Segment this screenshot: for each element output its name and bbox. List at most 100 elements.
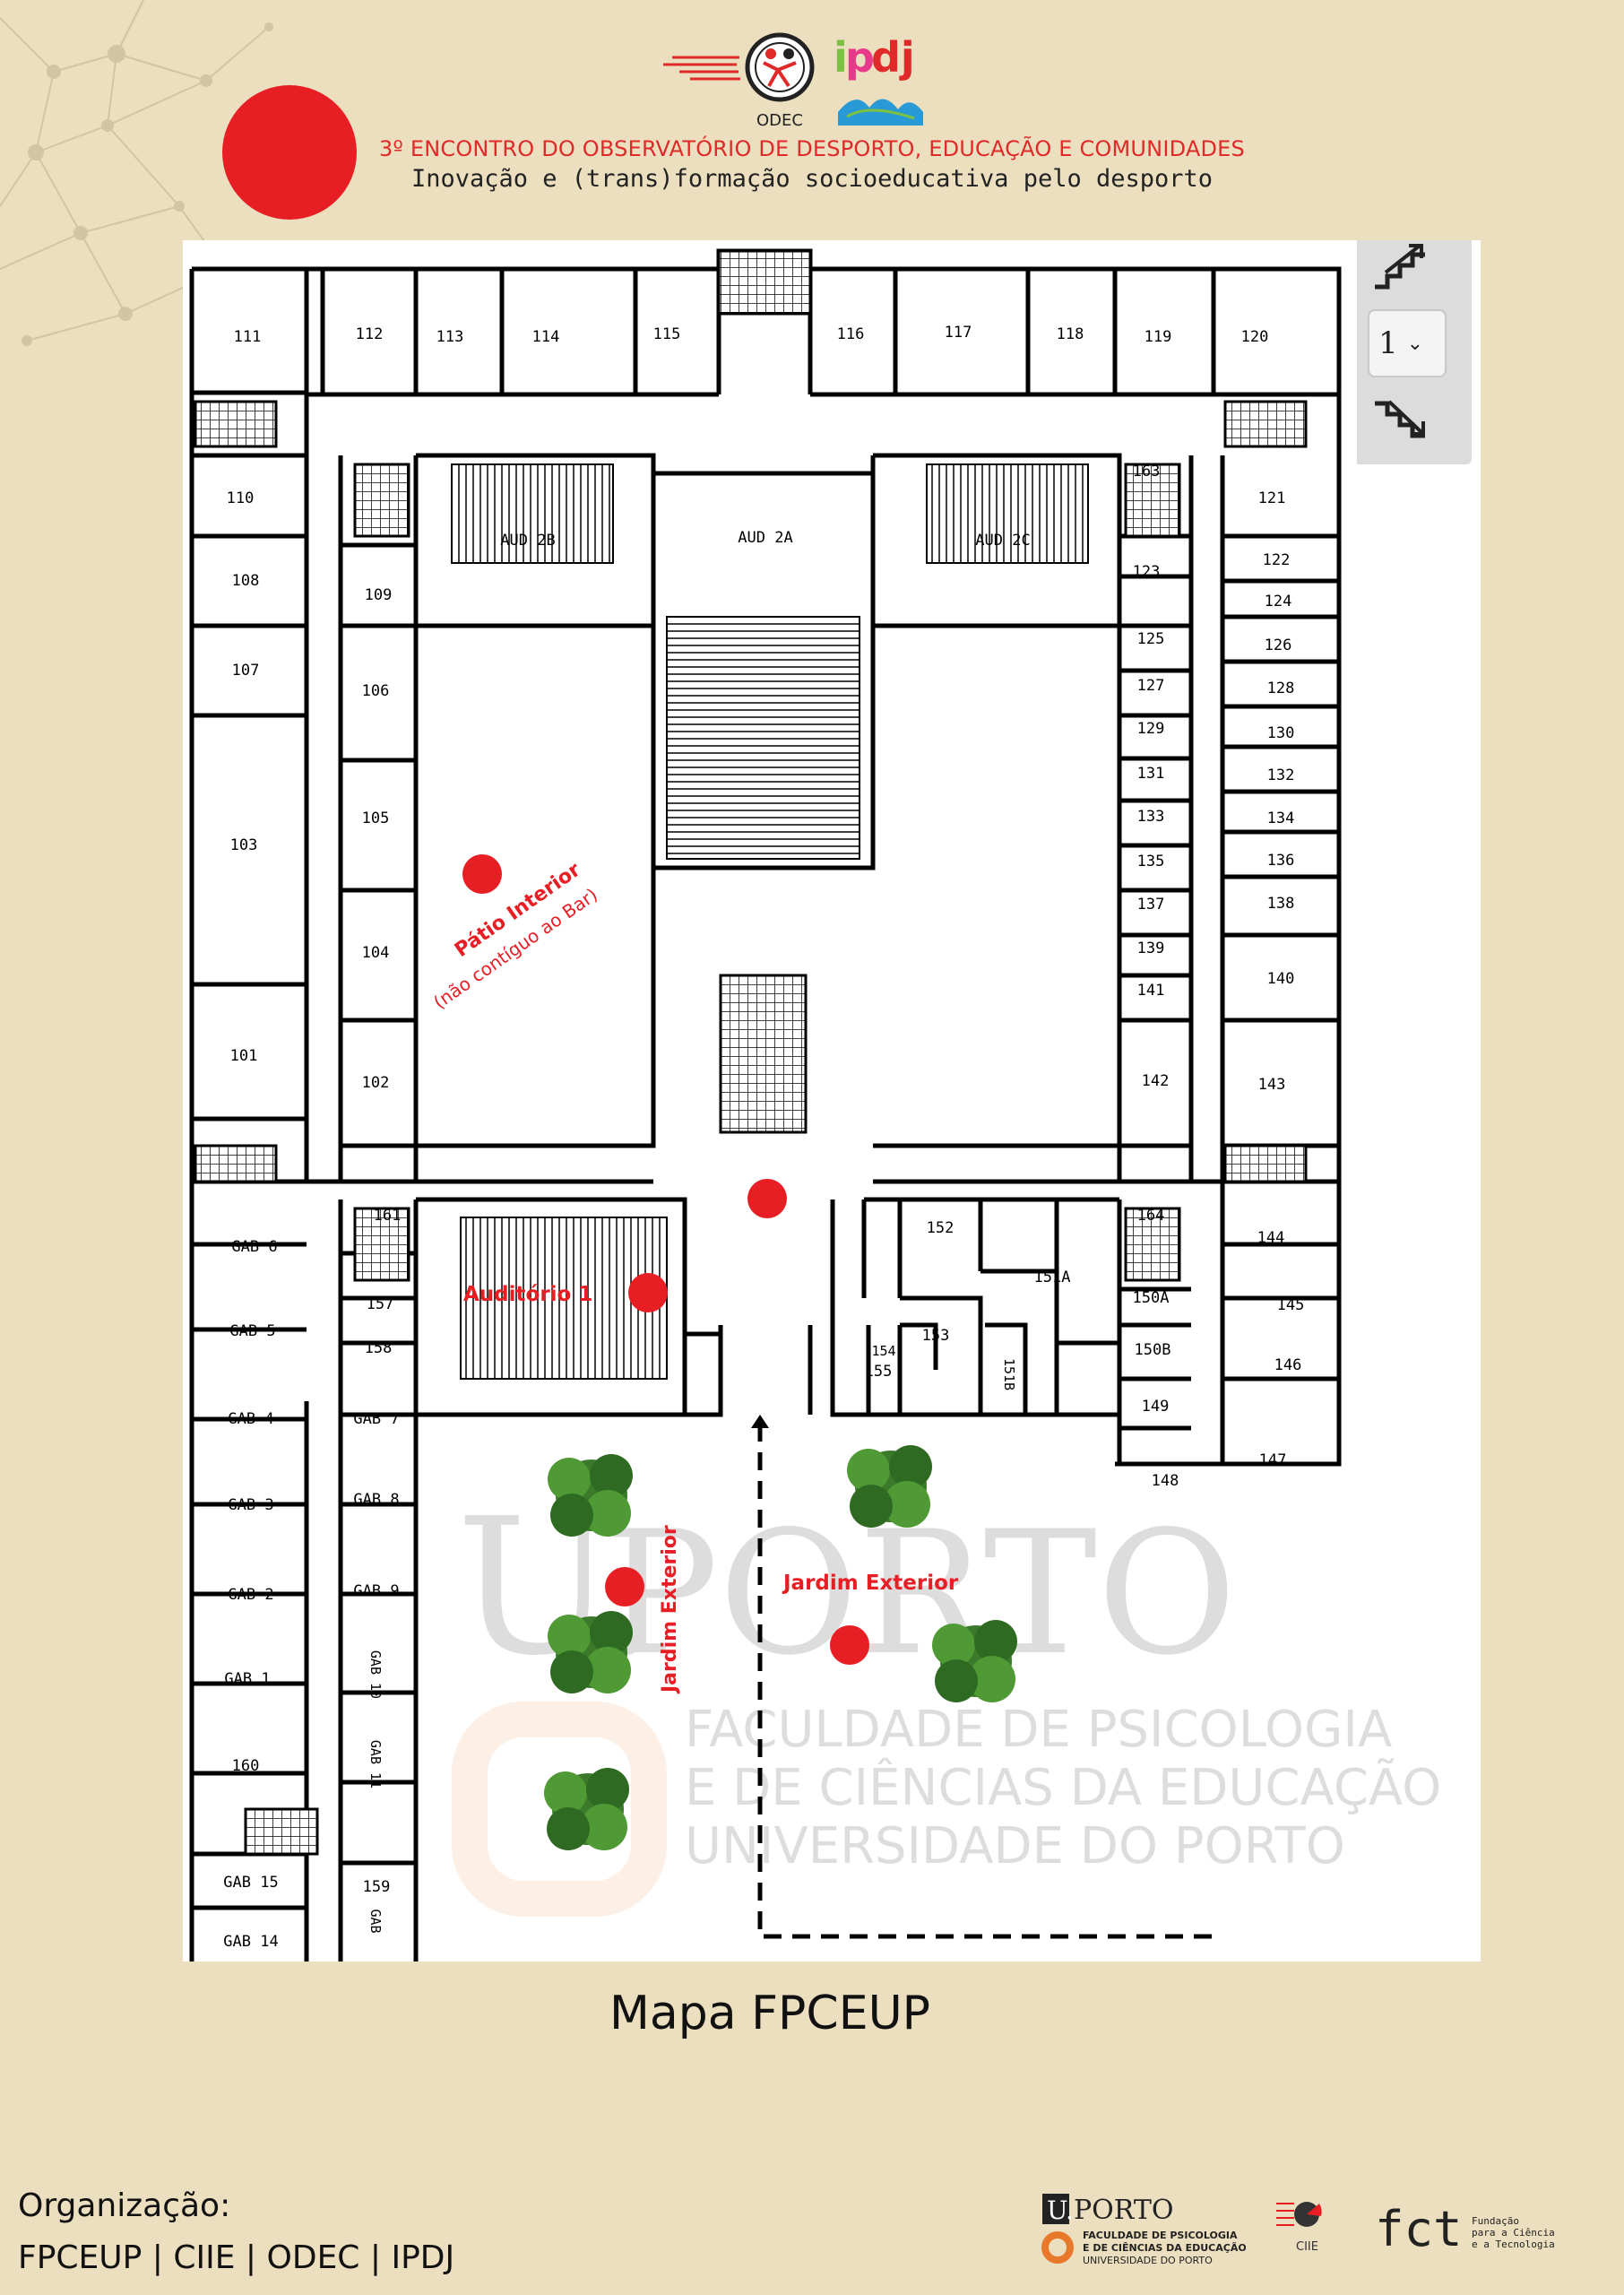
chevron-down-icon: ⌄ xyxy=(1406,332,1424,355)
room-aud-2b: AUD 2B xyxy=(500,532,555,550)
marker-jardim-left xyxy=(605,1567,644,1606)
floor-plan: U. PORTO FACULDADE DE PSICOLOGIA E DE CI… xyxy=(189,248,1441,1962)
marker-auditorio xyxy=(628,1273,668,1312)
watermark-line1: FACULDADE DE PSICOLOGIA xyxy=(685,1701,1392,1759)
room-129: 129 xyxy=(1137,720,1165,738)
room-164: 164 xyxy=(1137,1207,1165,1225)
room-153: 153 xyxy=(922,1327,950,1345)
fct-logo-line1: Fundação xyxy=(1472,2215,1519,2227)
room-133: 133 xyxy=(1137,808,1165,826)
label-auditorio-1: Auditório 1 xyxy=(463,1283,592,1306)
svg-text:dj: dj xyxy=(871,33,915,82)
header-logos: ODEC i p dj xyxy=(663,32,923,130)
room-147: 147 xyxy=(1259,1451,1287,1469)
uporto-logo-porto: PORTO xyxy=(1074,2195,1173,2226)
room-gab-2: GAB 2 xyxy=(228,1586,273,1604)
room-148: 148 xyxy=(1152,1472,1179,1490)
floor-down-icon[interactable] xyxy=(1368,394,1448,448)
room-124: 124 xyxy=(1265,593,1292,611)
room-112: 112 xyxy=(356,325,384,343)
room-gab-1: GAB 1 xyxy=(224,1670,270,1688)
room-gab-10: GAB 10 xyxy=(367,1650,384,1699)
room-121: 121 xyxy=(1258,489,1286,507)
room-137: 137 xyxy=(1137,896,1165,914)
room-132: 132 xyxy=(1267,766,1295,784)
room-107: 107 xyxy=(232,662,260,680)
floor-map: U. PORTO FACULDADE DE PSICOLOGIA E DE CI… xyxy=(183,240,1481,1962)
watermark-line3: UNIVERSIDADE DO PORTO xyxy=(685,1817,1345,1875)
room-158: 158 xyxy=(365,1339,393,1357)
room-151b: 151B xyxy=(1001,1358,1017,1390)
room-141: 141 xyxy=(1137,982,1165,1000)
room-128: 128 xyxy=(1267,680,1295,697)
auditorium-seating xyxy=(451,463,1089,1380)
room-gab-9: GAB 9 xyxy=(353,1582,399,1600)
fct-logo-line3: e a Tecnologia xyxy=(1472,2239,1555,2250)
stair-blocks xyxy=(194,249,1308,1856)
uporto-logo: U. PORTO FACULDADE DE PSICOLOGIA E DE CI… xyxy=(1041,2194,1246,2266)
room-114: 114 xyxy=(532,328,560,346)
ciie-logo: CIIE xyxy=(1276,2202,1322,2254)
room-gab-12: GAB xyxy=(367,1909,384,1933)
fct-logo-text: fct xyxy=(1375,2201,1463,2257)
room-161: 161 xyxy=(374,1207,402,1225)
room-gab-15: GAB 15 xyxy=(223,1874,278,1892)
room-gab-3: GAB 3 xyxy=(228,1496,273,1514)
room-102: 102 xyxy=(362,1074,390,1092)
room-gab-6: GAB 6 xyxy=(231,1238,277,1256)
path-arrow-icon xyxy=(751,1415,769,1428)
room-150a: 150A xyxy=(1133,1289,1170,1307)
room-106: 106 xyxy=(362,682,390,700)
map-title: Mapa FPCEUP xyxy=(609,1987,930,2040)
network-decoration xyxy=(0,0,273,346)
event-title: 3º ENCONTRO DO OBSERVATÓRIO DE DESPORTO,… xyxy=(379,136,1245,161)
room-126: 126 xyxy=(1265,637,1292,654)
uporto-logo-line2: E DE CIÊNCIAS DA EDUCAÇÃO xyxy=(1083,2242,1246,2254)
room-111: 111 xyxy=(234,328,262,346)
room-154: 154 xyxy=(871,1343,895,1359)
room-120: 120 xyxy=(1241,328,1269,346)
label-jardim-exterior-left: Jardim Exterior xyxy=(659,1525,681,1694)
room-gab-11: GAB 11 xyxy=(367,1740,384,1788)
room-150b: 150B xyxy=(1135,1341,1171,1359)
floor-up-icon[interactable] xyxy=(1368,242,1448,296)
room-122: 122 xyxy=(1263,551,1291,569)
room-gab-4: GAB 4 xyxy=(228,1410,273,1428)
label-jardim-exterior-right: Jardim Exterior xyxy=(782,1572,959,1595)
room-119: 119 xyxy=(1145,328,1172,346)
room-135: 135 xyxy=(1137,853,1165,870)
room-134: 134 xyxy=(1267,810,1295,827)
room-157: 157 xyxy=(367,1295,394,1313)
odec-logo-text: ODEC xyxy=(756,111,803,130)
room-130: 130 xyxy=(1267,724,1295,742)
odec-logo: ODEC xyxy=(663,32,815,130)
room-144: 144 xyxy=(1257,1229,1285,1247)
event-subtitle: Inovação e (trans)formação socioeducativ… xyxy=(410,165,1214,193)
organization-list: FPCEUP | CIIE | ODEC | IPDJ xyxy=(18,2239,455,2276)
room-110: 110 xyxy=(227,489,255,507)
room-140: 140 xyxy=(1267,970,1295,988)
svg-text:i: i xyxy=(834,33,848,82)
room-gab-14: GAB 14 xyxy=(223,1933,278,1951)
room-152: 152 xyxy=(927,1219,955,1237)
marker-jardim-right xyxy=(830,1625,869,1665)
watermark-emblem xyxy=(452,1702,667,1917)
room-160: 160 xyxy=(232,1757,260,1775)
fct-logo: fct Fundação para a Ciência e a Tecnolog… xyxy=(1375,2201,1555,2257)
room-131: 131 xyxy=(1137,765,1165,783)
room-101: 101 xyxy=(230,1047,258,1065)
room-146: 146 xyxy=(1274,1356,1302,1374)
red-circle-decoration xyxy=(222,85,357,220)
room-116: 116 xyxy=(837,325,865,343)
watermark-line2: E DE CIÊNCIAS DA EDUCAÇÃO xyxy=(685,1759,1441,1817)
marker-entrance xyxy=(747,1179,787,1218)
uporto-logo-line1: FACULDADE DE PSICOLOGIA xyxy=(1083,2230,1238,2241)
room-142: 142 xyxy=(1142,1072,1170,1090)
floor-select[interactable]: 1 ⌄ xyxy=(1368,309,1447,377)
room-159: 159 xyxy=(363,1878,391,1896)
ipdj-logo: i p dj xyxy=(834,33,923,126)
room-113: 113 xyxy=(436,328,464,346)
tree-icons xyxy=(544,1445,1017,1850)
room-136: 136 xyxy=(1267,852,1295,870)
room-aud-2a: AUD 2A xyxy=(738,529,792,547)
